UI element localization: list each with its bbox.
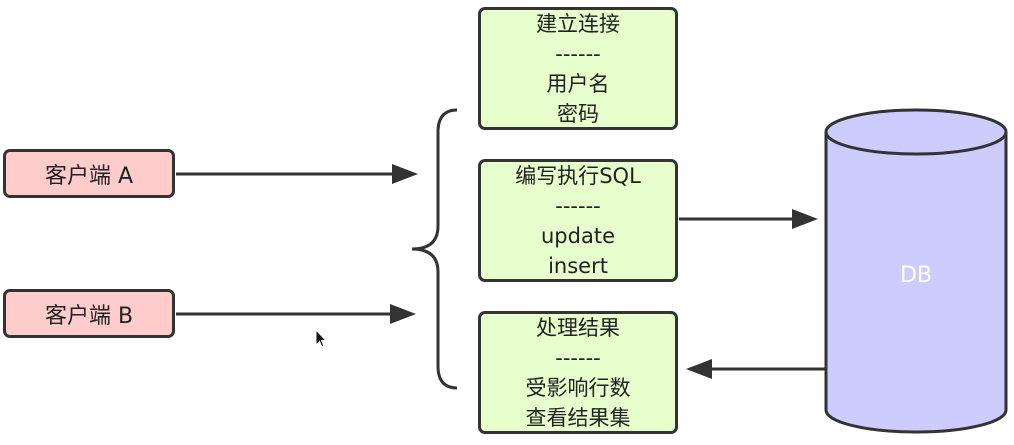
step-execute-sql-line: insert (548, 253, 608, 278)
step-process-result-box: 处理结果 ------ 受影响行数 查看结果集 (478, 311, 678, 434)
step-process-result-line: 查看结果集 (525, 405, 631, 430)
step-connect-separator: ------ (555, 41, 601, 66)
database-cylinder (824, 108, 1008, 434)
mouse-cursor-icon (315, 328, 328, 348)
step-connect-title: 建立连接 (536, 11, 620, 36)
client-b-box: 客户端 B (3, 289, 175, 338)
arrowhead-client-b (390, 304, 416, 324)
step-process-result-separator: ------ (555, 345, 601, 370)
curly-brace (411, 108, 458, 390)
step-execute-sql-box: 编写执行SQL ------ update insert (478, 159, 678, 282)
step-connect-box: 建立连接 ------ 用户名 密码 (478, 7, 678, 130)
step-connect-line: 密码 (557, 101, 599, 126)
database-label: DB (899, 262, 933, 288)
arrowhead-to-db (792, 209, 818, 229)
client-a-label: 客户端 A (44, 163, 134, 189)
step-execute-sql-title: 编写执行SQL (515, 163, 641, 188)
step-process-result-line: 受影响行数 (525, 375, 631, 400)
client-a-box: 客户端 A (3, 149, 175, 198)
arrowhead-client-a (392, 164, 418, 184)
step-connect-line: 用户名 (546, 71, 610, 96)
arrowhead-from-db (686, 359, 712, 379)
client-b-label: 客户端 B (44, 303, 134, 329)
step-process-result-title: 处理结果 (536, 315, 620, 340)
step-execute-sql-line: update (541, 223, 615, 248)
step-execute-sql-separator: ------ (555, 193, 601, 218)
